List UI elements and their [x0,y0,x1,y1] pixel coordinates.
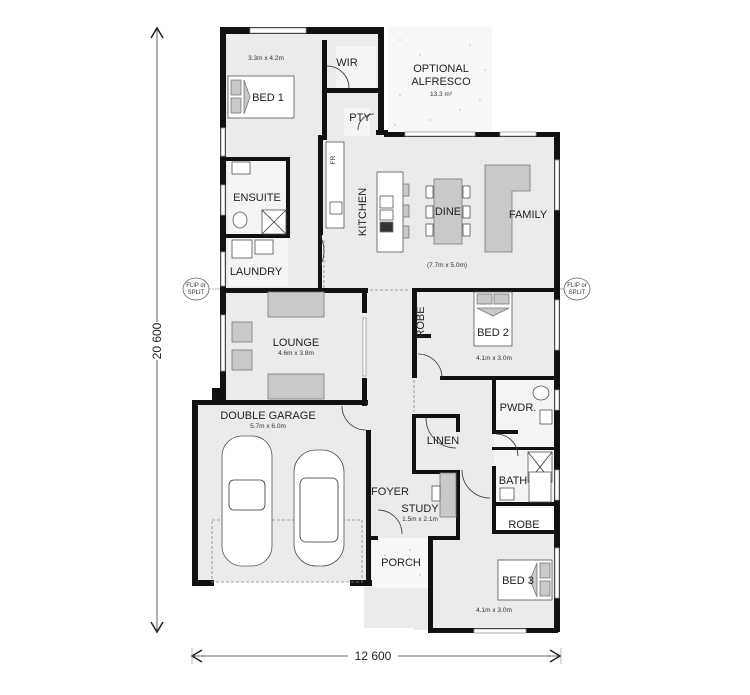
room-labels: 3.3m x 4.2m BED 1 WIR PTY OPTIONAL ALFRE… [220,55,547,614]
overall-width: 12 600 [355,649,392,663]
bed2-label: BED 2 [477,327,509,339]
car-left [221,435,273,567]
study-label: STUDY [401,503,439,515]
bed2-size: 4.1m x 3.0m [476,355,512,362]
svg-text:FLIP or: FLIP or [186,283,206,289]
pty-floor [344,108,370,136]
alfresco-size: 13.3 m² [430,91,453,98]
svg-text:FLIP or: FLIP or [567,283,587,289]
foyer-label: FOYER [371,486,409,498]
dining-table [433,178,463,245]
laundry-label: LAUNDRY [230,266,283,278]
ensuite-label: ENSUITE [233,192,281,204]
family-label: FAMILY [509,209,548,221]
garage-label: DOUBLE GARAGE [220,410,315,422]
alfresco-label-2: ALFRESCO [411,76,471,88]
windows [220,27,560,634]
bed3-label: BED 3 [502,575,534,587]
dimension-width: 12 600 [190,648,562,664]
wir-label: WIR [336,57,357,69]
study-size: 1.5m x 2.1m [402,516,438,523]
garage-size: 5.7m x 6.0m [250,423,286,430]
lounge-sofa-top [267,291,325,318]
family-sofa [484,164,531,253]
alfresco-texture [384,39,486,576]
lounge-size: 4.6m x 3.8m [278,350,314,357]
alfresco-label-1: OPTIONAL [413,63,469,75]
family-size: (7.7m x 5.0m) [427,262,467,269]
bath-label: BATH [499,475,528,487]
alfresco-area [388,27,492,135]
floor-fills [198,27,554,630]
porch-area [372,538,430,588]
flip-marker-right: FLIP or SPLIT [560,277,591,301]
dine-label: DINE [435,206,461,218]
car-right [293,449,345,567]
bed1-label: BED 1 [252,92,284,104]
fridge-label: FR [330,155,337,164]
kitchen-label: KITCHEN [357,188,369,236]
linen-label: LINEN [427,435,459,447]
bed2-robe-label: ROBE [415,306,427,337]
wir-floor [336,46,376,88]
flip-marker-left: FLIP or SPLIT [182,277,220,301]
pty-label: PTY [349,112,371,124]
svg-text:SPLIT: SPLIT [569,290,586,296]
lounge-label: LOUNGE [273,337,319,349]
overall-height: 20 600 [150,322,164,359]
pwdr-label: PWDR. [500,402,537,414]
dimension-height: 20 600 [150,26,164,634]
porch-label: PORCH [381,557,421,569]
bath-robe-label: ROBE [508,519,539,531]
lounge-sofa-bottom [267,373,325,400]
bed3-size: 4.1m x 3.0m [476,607,512,614]
furniture: FR [221,65,553,601]
bed1-size: 3.3m x 4.2m [248,55,284,62]
svg-text:SPLIT: SPLIT [188,290,205,296]
